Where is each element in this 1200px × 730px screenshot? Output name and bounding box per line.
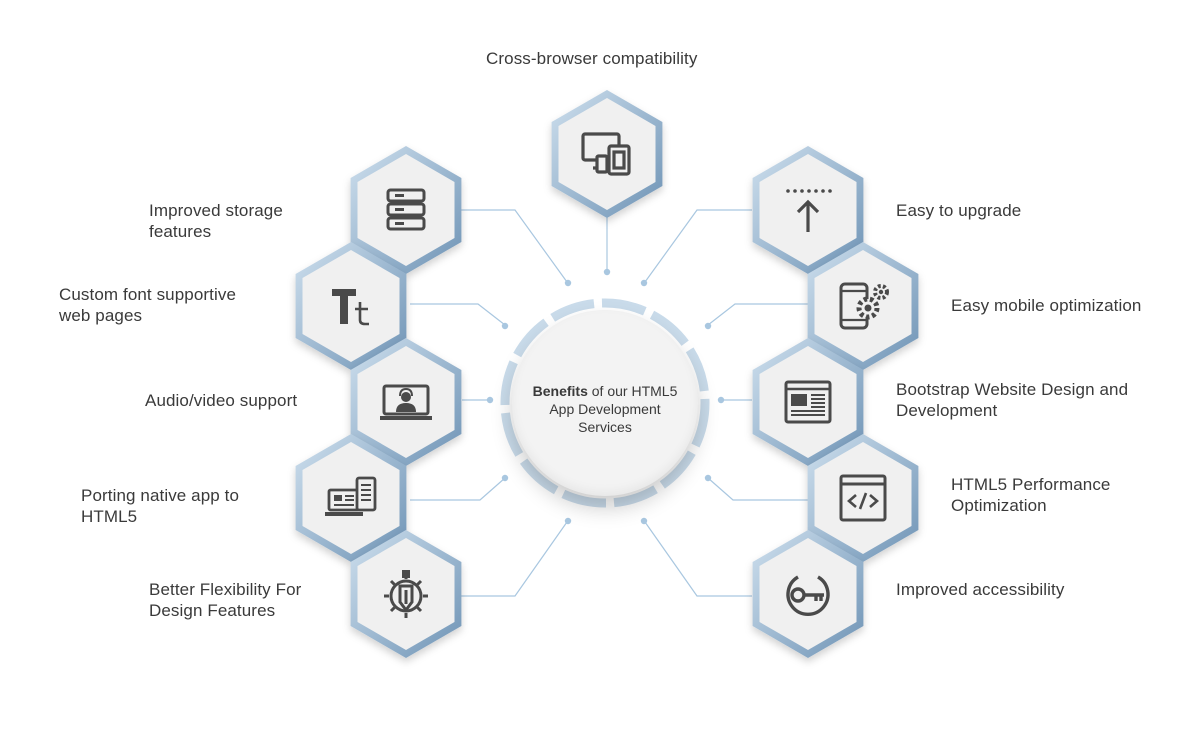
code-window-icon [835, 470, 891, 526]
hex-performance [797, 432, 929, 564]
label-font: Custom font supportive web pages [59, 285, 237, 325]
connector-dot [717, 396, 725, 404]
center-title-line1: of our HTML5 [587, 383, 678, 399]
hex-porting [285, 432, 417, 564]
layout-icon [780, 374, 836, 430]
hex-upgrade [742, 144, 874, 276]
label-audio-video: Audio/video support [145, 391, 298, 410]
connector-accessibility [644, 521, 752, 597]
label-upgrade: Easy to upgrade [896, 201, 1022, 220]
connector-dot [603, 268, 611, 276]
center-title-line3: Services [578, 419, 632, 435]
label-accessibility: Improved accessibility [896, 580, 1065, 599]
hex-face [302, 442, 400, 554]
hex-face [558, 98, 656, 210]
connector-storage [460, 209, 568, 283]
app-porting-icon [323, 470, 379, 526]
center-title-line2: App Development [549, 401, 661, 417]
font-icon [323, 278, 379, 334]
hex-mobile [797, 240, 929, 372]
connector-dot [564, 517, 572, 525]
connector-performance [707, 477, 808, 501]
label-bootstrap: Bootstrap Website Design and Development [896, 380, 1129, 420]
connector-dot [704, 322, 712, 330]
connector-porting [410, 477, 506, 501]
hex-design [340, 528, 472, 660]
label-mobile: Easy mobile optimization [951, 296, 1142, 315]
devices-icon [579, 126, 635, 182]
hex-face [759, 346, 857, 458]
connector-design [460, 521, 568, 597]
center-ring [500, 298, 710, 508]
connector-upgrade [644, 209, 752, 283]
connector-dot [640, 517, 648, 525]
hex-face [302, 250, 400, 362]
connector-dot [564, 279, 572, 287]
connector-dot [501, 474, 509, 482]
design-gear-icon [378, 566, 434, 622]
connector-dot [640, 279, 648, 287]
label-storage: Improved storage features [149, 201, 283, 241]
hex-audio-video [340, 336, 472, 468]
hex-cross-browser [541, 88, 673, 220]
mobile-settings-icon [835, 278, 891, 334]
connector-mobile [707, 303, 808, 326]
upgrade-arrow-icon [780, 182, 836, 238]
connector-dot [704, 474, 712, 482]
label-cross-browser: Cross-browser compatibility [486, 49, 698, 68]
hex-face [357, 154, 455, 266]
label-design: Better Flexibility For Design Features [149, 580, 302, 620]
connector-dot [486, 396, 494, 404]
hex-font [285, 240, 417, 372]
connector-font [410, 303, 506, 326]
connector-dot [501, 322, 509, 330]
center-title-bold: Benefits [532, 383, 588, 399]
storage-icon [378, 182, 434, 238]
key-icon [780, 566, 836, 622]
hex-bootstrap [742, 336, 874, 468]
hex-storage [340, 144, 472, 276]
label-porting: Porting native app to HTML5 [81, 486, 240, 526]
video-call-icon [378, 374, 434, 430]
hex-accessibility [742, 528, 874, 660]
label-performance: HTML5 Performance Optimization [951, 475, 1111, 515]
